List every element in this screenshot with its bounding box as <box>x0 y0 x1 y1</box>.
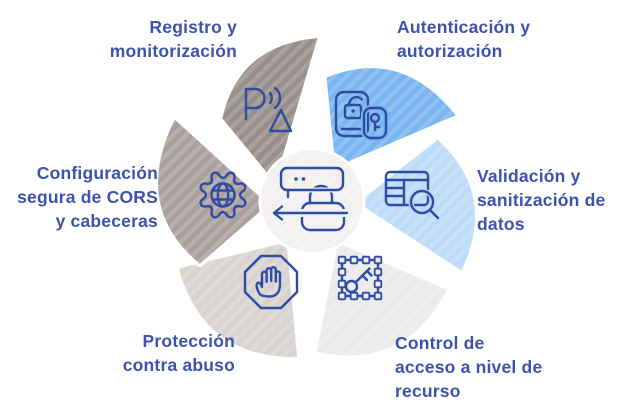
segment-registro <box>218 34 321 186</box>
gear-globe-icon <box>199 171 247 219</box>
label-configuracion: Configuración segura de CORS y cabeceras <box>17 163 158 231</box>
broadcast-antenna-icon <box>244 86 293 133</box>
segment-proteccion <box>175 238 301 361</box>
stop-hand-octagon-icon <box>243 254 299 310</box>
selection-handles <box>337 255 383 301</box>
segment-configuracion <box>154 116 272 268</box>
segment-autenticacion <box>323 64 459 171</box>
center-circle-hatch <box>261 150 363 252</box>
label-control-acceso: Control de acceso a nivel de recurso <box>395 333 543 401</box>
table-magnifier-icon <box>384 170 440 220</box>
label-registro: Registro y monitorización <box>109 17 237 61</box>
segment-control-acceso <box>313 239 451 359</box>
label-autenticacion: Autenticación y autorización <box>397 17 531 61</box>
label-validacion: Validación y sanitización de datos <box>477 166 606 234</box>
segment-validacion <box>354 136 479 275</box>
secure-api-message-lock-icon <box>268 165 352 232</box>
devices-unlock-key-icon <box>334 90 389 141</box>
label-proteccion: Protección contra abuso <box>122 331 235 375</box>
key-selection-frame-icon <box>337 255 383 301</box>
